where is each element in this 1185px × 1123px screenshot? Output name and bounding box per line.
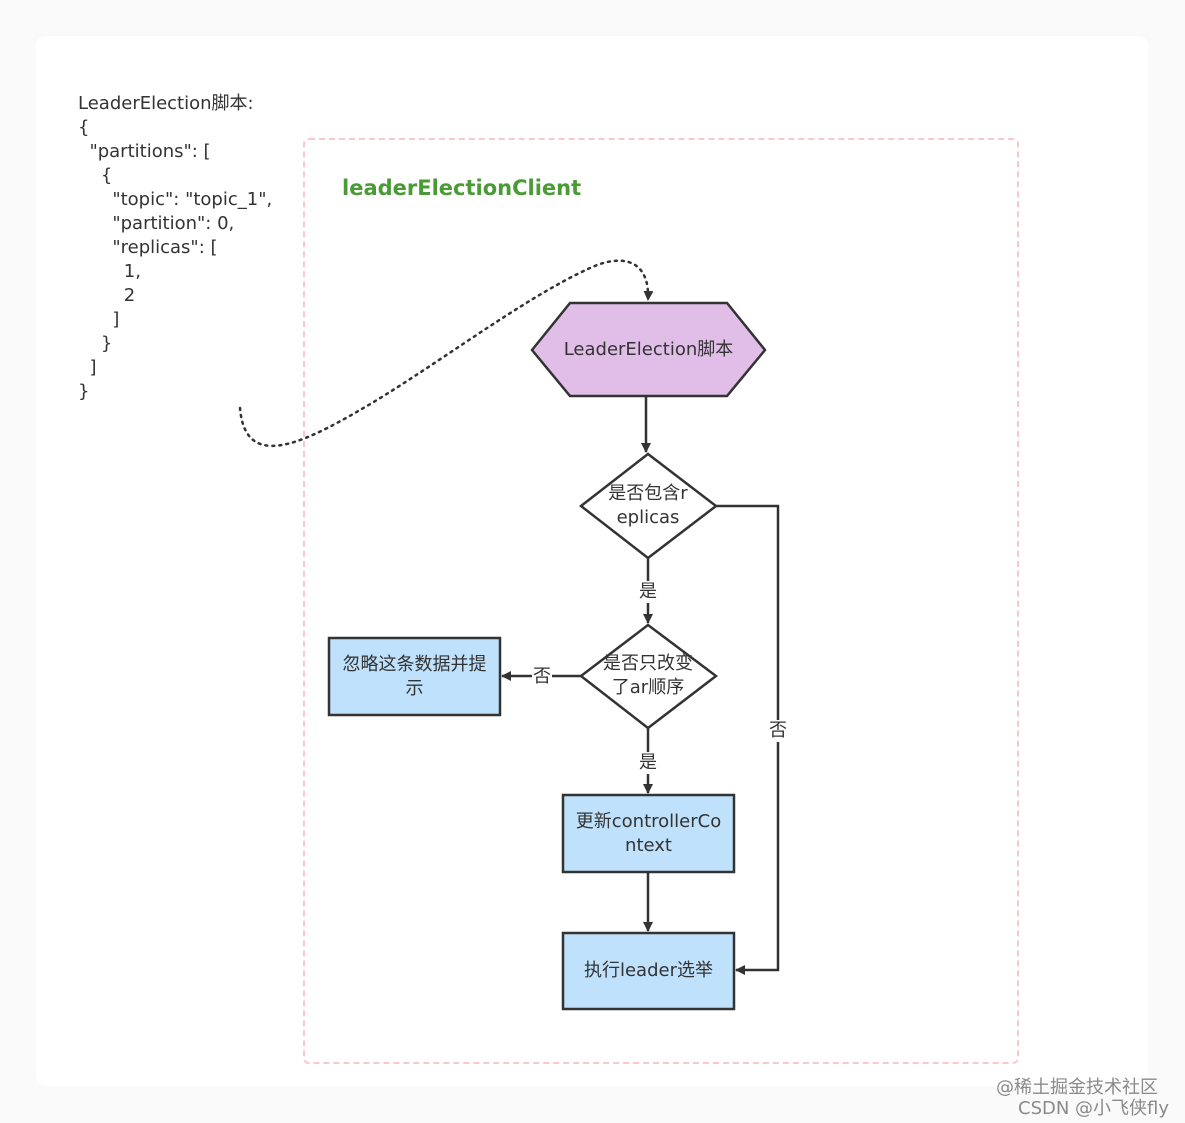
code-line: 1, (78, 261, 141, 282)
code-line: "partitions": [ (78, 141, 211, 162)
code-line: "topic": "topic_1", (78, 189, 273, 210)
decision-replicas-label: 是否包含replicas (608, 483, 688, 528)
ignore-label: 忽略这条数据并提示 (342, 653, 487, 699)
leader-election-script-code: LeaderElection脚本: { "partitions": [ { "to… (78, 92, 272, 404)
code-line: } (78, 333, 113, 354)
code-line: "replicas": [ (78, 237, 218, 258)
execute-label: 执行leader选举 (583, 960, 713, 981)
code-line: 2 (78, 285, 136, 306)
edge-label-order-yes: 是 (638, 752, 658, 774)
code-line: LeaderElection脚本: (78, 93, 254, 114)
group-title: leaderElectionClient (342, 176, 582, 200)
watermark-juejin: @稀土掘金技术社区 (996, 1077, 1158, 1098)
start-hexagon (530, 301, 767, 398)
update-label: 更新controllerContext (575, 810, 722, 856)
code-line: ] (78, 309, 120, 330)
code-line: } (78, 381, 90, 402)
script-link-connector (238, 259, 654, 448)
edge-label-replicas-yes: 是 (638, 581, 658, 603)
start-label: LeaderElection脚本 (563, 338, 734, 360)
code-line: { (78, 165, 113, 186)
watermark-csdn: CSDN @小飞侠fly (1018, 1098, 1170, 1119)
edge-label-order-no: 否 (532, 666, 552, 688)
code-line: { (78, 117, 90, 138)
ignore-box (327, 636, 502, 717)
code-line: "partition": 0, (78, 213, 235, 234)
execute-box (561, 931, 736, 1011)
update-box (561, 793, 736, 874)
diagram-canvas (36, 36, 1148, 1086)
leader-election-client-group (303, 138, 1019, 1064)
edge-label-replicas-no: 否 (768, 720, 788, 742)
code-line: ] (78, 357, 97, 378)
decision-order-label: 是否只改变了ar顺序 (603, 653, 693, 698)
